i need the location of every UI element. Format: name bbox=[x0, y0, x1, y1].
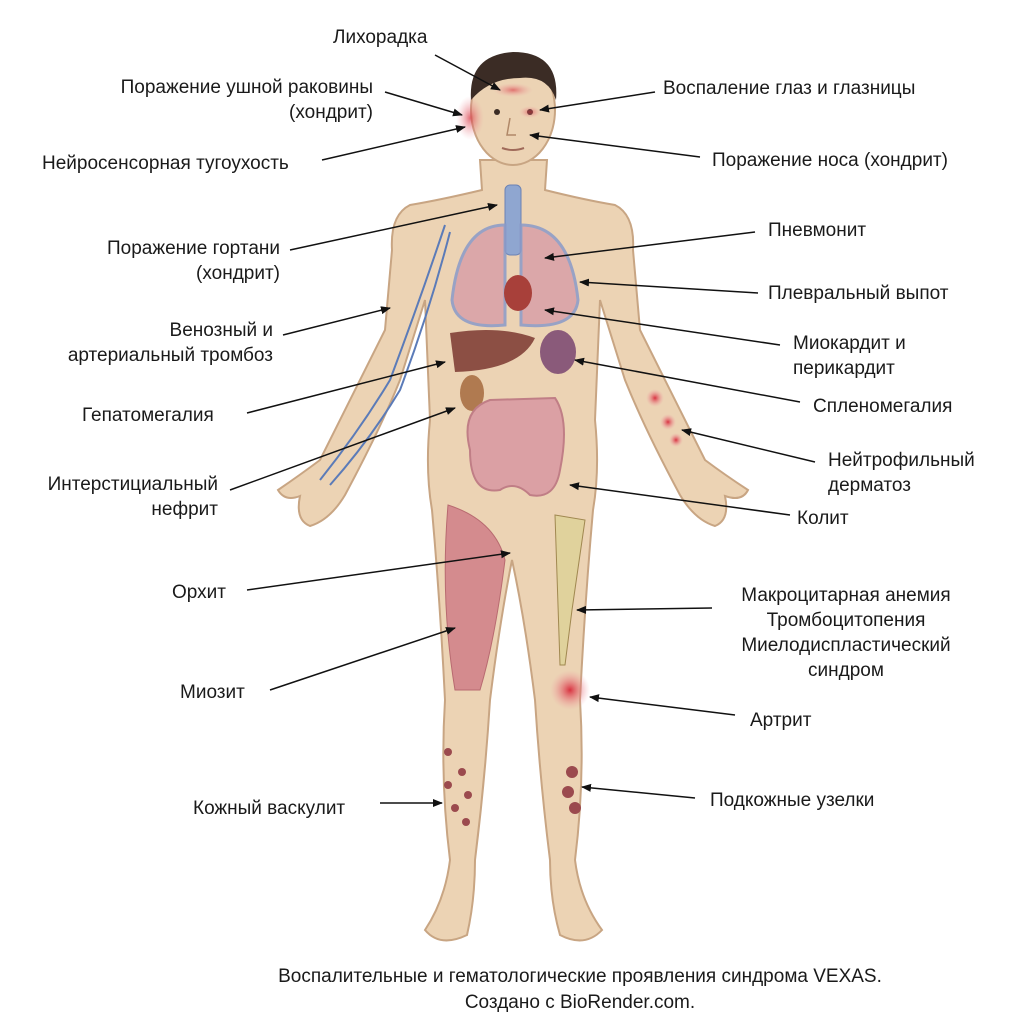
label-splenomegaly: Спленомегалия bbox=[813, 396, 953, 417]
lungs bbox=[450, 223, 580, 328]
label-dermatosis: Нейтрофильный дерматоз bbox=[828, 448, 975, 498]
label-arthritis: Артрит bbox=[750, 710, 812, 731]
leg-lesions bbox=[444, 748, 581, 826]
label-line: дерматоз bbox=[828, 475, 911, 496]
leader-arrows bbox=[229, 54, 816, 807]
human-body bbox=[276, 52, 750, 942]
label-line: синдром bbox=[808, 660, 884, 681]
label-line: Поражение ушной раковины bbox=[120, 77, 373, 98]
label-hearing: Нейросенсорная тугоухость bbox=[42, 153, 289, 174]
label-vasculitis: Кожный васкулит bbox=[193, 798, 346, 819]
arrow-myocarditis bbox=[544, 307, 781, 346]
label-eyes: Воспаление глаз и глазницы bbox=[663, 78, 916, 99]
knee-inflammation bbox=[550, 670, 590, 710]
label-line: Поражение гортани bbox=[107, 238, 280, 259]
femur bbox=[554, 514, 586, 666]
arrow-hearing bbox=[321, 125, 466, 161]
label-colitis: Колит bbox=[797, 508, 849, 529]
label-hepatomegaly: Гепатомегалия bbox=[82, 405, 214, 426]
arrow-myositis bbox=[269, 627, 456, 691]
body-outline bbox=[276, 159, 750, 942]
label-myocarditis: Миокардит и перикардит bbox=[793, 331, 906, 381]
arrow-nose bbox=[529, 132, 701, 158]
label-line: Интерстициальный bbox=[47, 474, 218, 495]
label-line: Венозный и bbox=[169, 320, 273, 341]
arm-lesions bbox=[646, 389, 683, 447]
label-line: Миокардит и bbox=[793, 333, 906, 354]
arrow-fever bbox=[434, 54, 501, 91]
caption-line: Воспалительные и гематологические проявл… bbox=[278, 966, 882, 987]
label-line: (хондрит) bbox=[289, 102, 373, 123]
label-nodules: Подкожные узелки bbox=[710, 790, 875, 811]
label-thrombosis: Венозный и артериальный тромбоз bbox=[68, 318, 273, 368]
trachea bbox=[504, 184, 522, 256]
label-fever: Лихорадка bbox=[333, 27, 428, 48]
spleen bbox=[540, 330, 576, 374]
arrow-thrombosis bbox=[282, 306, 391, 336]
forehead-fever bbox=[493, 83, 533, 97]
label-orchitis: Орхит bbox=[172, 582, 226, 603]
arrow-ear bbox=[384, 91, 463, 117]
thigh-muscle bbox=[444, 504, 506, 691]
ear-inflammation bbox=[456, 96, 484, 140]
caption-credit: Создано с BioRender.com. bbox=[464, 992, 696, 1013]
arrow-arthritis bbox=[589, 694, 736, 716]
label-pneumonitis: Пневмонит bbox=[768, 220, 867, 241]
label-nephritis: Интерстициальный нефрит bbox=[48, 472, 218, 522]
arrow-pneumonitis bbox=[544, 231, 756, 261]
arrow-eyes bbox=[539, 91, 656, 113]
hair bbox=[470, 52, 557, 100]
arrow-splenomegaly bbox=[574, 357, 801, 403]
arrow-larynx bbox=[289, 203, 498, 251]
caption: Воспалительные и гематологические проявл… bbox=[0, 964, 1024, 1016]
label-line: (хондрит) bbox=[196, 263, 280, 284]
arrow-effusion bbox=[579, 278, 759, 294]
liver bbox=[450, 329, 535, 372]
label-line: Макроцитарная анемия bbox=[741, 585, 951, 606]
intestines bbox=[466, 396, 565, 497]
arrow-nodules bbox=[581, 783, 696, 799]
arrow-orchitis bbox=[246, 550, 511, 591]
label-line: Тромбоцитопения bbox=[766, 610, 926, 631]
arrow-hematologic bbox=[576, 605, 713, 614]
label-effusion: Плевральный выпот bbox=[768, 283, 949, 304]
arrow-colitis bbox=[569, 482, 791, 516]
label-line: артериальный тромбоз bbox=[67, 345, 273, 366]
label-line: Нейтрофильный bbox=[828, 450, 975, 471]
label-ear: Поражение ушной раковины (хондрит) bbox=[121, 75, 373, 125]
label-myositis: Миозит bbox=[180, 682, 245, 703]
label-nose: Поражение носа (хондрит) bbox=[712, 150, 948, 171]
heart bbox=[504, 275, 532, 311]
label-line: перикардит bbox=[793, 358, 895, 379]
arrow-hepatomegaly bbox=[246, 360, 446, 414]
kidney bbox=[460, 375, 484, 411]
label-larynx: Поражение гортани (хондрит) bbox=[107, 236, 280, 286]
arrow-dermatosis bbox=[681, 428, 816, 463]
arrow-nephritis bbox=[229, 407, 456, 491]
label-line: Миелодиспластический bbox=[741, 635, 951, 656]
label-line: нефрит bbox=[151, 499, 218, 520]
